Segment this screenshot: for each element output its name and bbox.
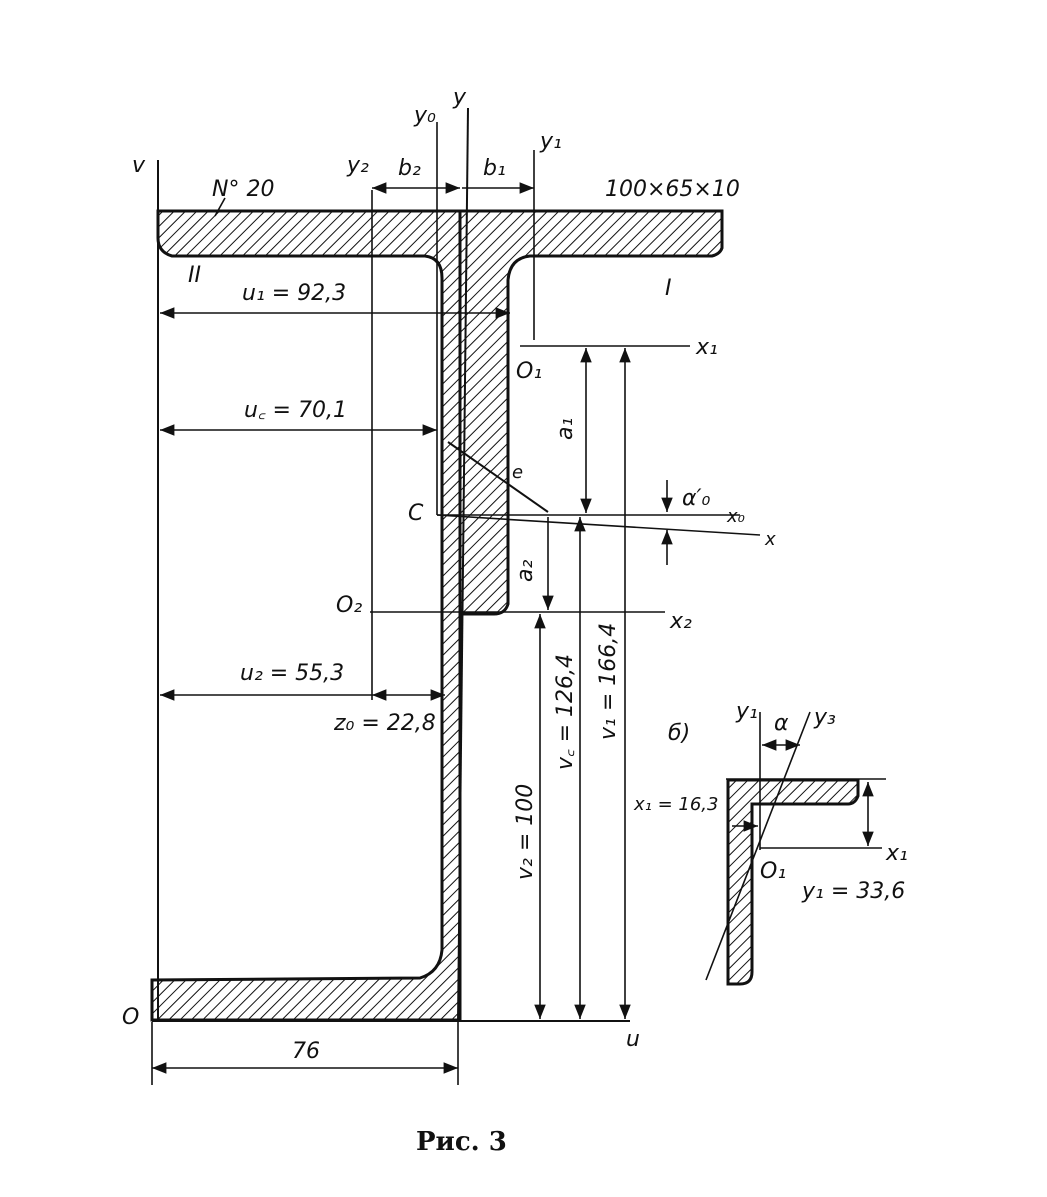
- x-label: x: [764, 529, 776, 550]
- axis-y2-label: y₂: [346, 153, 369, 178]
- channel-section: [150, 209, 462, 1022]
- alpha0-label: α′₀: [682, 486, 710, 511]
- subfig-y1-dim-label: y₁ = 33,6: [801, 879, 905, 904]
- subfig-x1-dim-label: x₁ = 16,3: [633, 794, 718, 815]
- vc-label: v꜀ = 126,4: [553, 654, 578, 770]
- axis-u-label: u: [626, 1027, 640, 1052]
- x1-axis-label: x₁: [695, 335, 718, 360]
- subfig-O1-label: O₁: [760, 859, 786, 884]
- subfig-y3-label: y₃: [813, 705, 836, 730]
- x2-axis-label: x₂: [669, 609, 692, 634]
- u1-label: u₁ = 92,3: [242, 281, 346, 306]
- v2-label: v₂ = 100: [513, 784, 538, 880]
- angle-size-label: 100×65×10: [605, 177, 740, 202]
- e-label: e: [512, 462, 523, 483]
- part-I-label: I: [665, 276, 672, 301]
- C-label: C: [408, 501, 424, 526]
- u2-label: u₂ = 55,3: [240, 661, 344, 686]
- axis-y-label: y: [452, 85, 467, 110]
- v1-label: v₁ = 166,4: [596, 623, 621, 740]
- axis-y1-label: y₁: [539, 129, 562, 154]
- centroid-offset-line: [447, 441, 549, 513]
- subfigure-b: б) y₁ α y₃ x₁ = 16,3 O₁ x₁ y₁ = 33,6: [633, 699, 908, 986]
- uc-label: u꜀ = 70,1: [244, 398, 347, 423]
- origin-O-label: O: [122, 1005, 139, 1030]
- a1-label: a₁: [553, 418, 578, 440]
- subfig-alpha-label: α: [774, 711, 789, 736]
- axis-x-line: [436, 514, 761, 536]
- x0-label: x₀: [726, 506, 745, 527]
- figure-caption: Рис. 3: [416, 1127, 507, 1157]
- channel-number-label: N° 20: [212, 177, 274, 202]
- subfig-b-label: б): [668, 721, 690, 746]
- subfig-y1-label: y₁: [735, 699, 758, 724]
- axis-y0-label: y₀: [413, 103, 436, 128]
- O2-label: O₂: [336, 593, 362, 618]
- b2-label: b₂: [398, 156, 421, 181]
- width-76-label: 76: [292, 1039, 320, 1064]
- angle-section: [458, 209, 724, 616]
- part-II-label: II: [188, 263, 201, 288]
- O1-label: O₁: [516, 359, 542, 384]
- b1-label: b₁: [483, 156, 506, 181]
- axis-y-line: [457, 107, 469, 1023]
- a2-label: a₂: [513, 560, 538, 582]
- subfig-angle-section: [726, 778, 860, 986]
- axis-v-label: v: [132, 153, 146, 178]
- subfig-x1-axis-label: x₁: [885, 841, 908, 866]
- z0-label: z₀ = 22,8: [333, 711, 436, 736]
